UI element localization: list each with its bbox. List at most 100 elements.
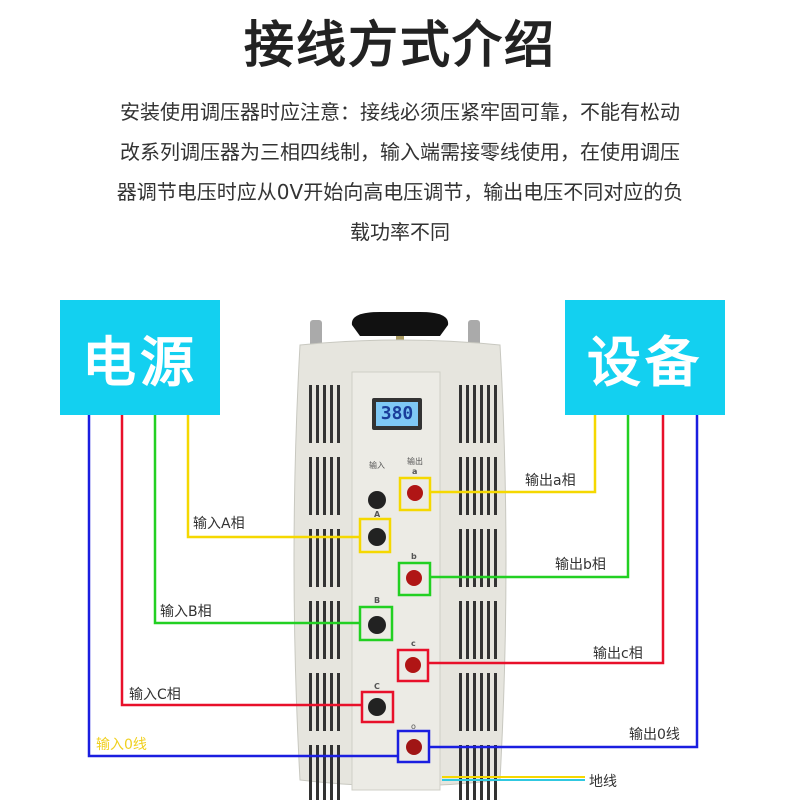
wire-input-c (120, 415, 362, 707)
vent-slot (459, 673, 462, 731)
panel-a: a (412, 467, 418, 476)
vent-slot (494, 745, 497, 800)
terminal-B (368, 616, 386, 634)
vent-slot (466, 673, 469, 731)
highlight-0 (396, 729, 431, 764)
panel-A: A (374, 510, 381, 519)
label-input-c: 输入C相 (129, 687, 181, 703)
vent-slot (494, 673, 497, 731)
vent-slot (323, 385, 326, 443)
vent-slot (487, 745, 490, 800)
vent-slot (337, 745, 340, 800)
panel-b: b (411, 552, 417, 561)
front-panel (351, 371, 441, 791)
panel-output-label: 输出 (407, 457, 423, 466)
vent-slot (323, 601, 326, 659)
vent-slot (459, 601, 462, 659)
terminal-A (368, 491, 386, 509)
vent-slot (337, 529, 340, 587)
terminal-c (405, 657, 421, 673)
label-output-a: 输出a相 (525, 473, 576, 489)
panel-0: o (411, 722, 416, 731)
description: 安装使用调压器时应注意：接线必须压紧牢固可靠，不能有松动 改系列调压器为三相四线… (60, 92, 740, 252)
label-input-0: 输入0线 (96, 737, 147, 753)
vent-slot (480, 529, 483, 587)
vent-slot (330, 529, 333, 587)
highlight-a (398, 476, 432, 512)
display-value: 380 (376, 402, 418, 426)
wire-output-0 (430, 415, 699, 749)
page-title: 接线方式介绍 (244, 16, 556, 74)
description-line: 器调节电压时应从0V开始向高电压调节，输出电压不同对应的负 (116, 180, 684, 204)
vent-slot (494, 385, 497, 443)
transformer-illustration (293, 312, 507, 800)
terminal-0 (406, 739, 422, 755)
vent-slot (330, 385, 333, 443)
knob-icon (351, 312, 449, 336)
vent-slot (337, 673, 340, 731)
vent-slot (480, 601, 483, 659)
vent-slot (309, 457, 312, 515)
panel-B: B (374, 596, 381, 605)
panel-C: C (374, 682, 380, 691)
vent-slot (337, 601, 340, 659)
panel-c: c (411, 639, 416, 648)
wire-output-b (430, 415, 630, 579)
wire-input-0 (87, 415, 398, 758)
vent-slot (487, 601, 490, 659)
vent-slot (316, 457, 319, 515)
vent-slot (480, 385, 483, 443)
vent-slot (466, 601, 469, 659)
lifting-handle (310, 320, 322, 350)
highlight-c (396, 648, 430, 683)
label-output-c: 输出c相 (593, 646, 643, 662)
vent-slot (330, 457, 333, 515)
vent-slot (466, 385, 469, 443)
vent-slot (323, 529, 326, 587)
vent-slot (459, 457, 462, 515)
vent-slot (309, 601, 312, 659)
vent-slot (309, 745, 312, 800)
voltage-display: 380 (372, 398, 422, 430)
vent-slot (466, 745, 469, 800)
vent-slot (323, 745, 326, 800)
vent-slot (323, 457, 326, 515)
highlight-A (358, 517, 392, 554)
description-line: 安装使用调压器时应注意：接线必须压紧牢固可靠，不能有松动 (120, 100, 680, 124)
highlight-b (397, 561, 432, 597)
terminal-b (406, 570, 422, 586)
vent-slot (473, 385, 476, 443)
vent-slot (323, 673, 326, 731)
vent-slot (316, 529, 319, 587)
vent-slot (473, 457, 476, 515)
description-line: 载功率不同 (350, 220, 450, 244)
vent-slot (473, 745, 476, 800)
label-ground: 地线 (589, 774, 617, 790)
vent-slot (494, 529, 497, 587)
vent-slot (330, 745, 333, 800)
label-input-a: 输入A相 (193, 516, 245, 532)
device-box: 设备 (565, 300, 725, 415)
vent-slot (494, 457, 497, 515)
vent-slot (473, 673, 476, 731)
highlight-B (358, 605, 394, 642)
label-output-0: 输出0线 (629, 727, 680, 743)
vent-slot (330, 673, 333, 731)
vent-slot (330, 601, 333, 659)
vent-slot (337, 457, 340, 515)
vent-slot (316, 673, 319, 731)
panel-input-label: 输入 (369, 461, 385, 470)
vent-slot (487, 673, 490, 731)
vent-slot (459, 385, 462, 443)
label-output-b: 输出b相 (555, 557, 606, 573)
wire-output-a (430, 415, 597, 494)
vent-slot (480, 457, 483, 515)
vent-slot (494, 601, 497, 659)
vent-slot (473, 601, 476, 659)
highlight-C (360, 690, 395, 724)
vent-slot (487, 529, 490, 587)
vent-slot (459, 529, 462, 587)
label-input-b: 输入B相 (160, 604, 212, 620)
vent-slot (487, 385, 490, 443)
